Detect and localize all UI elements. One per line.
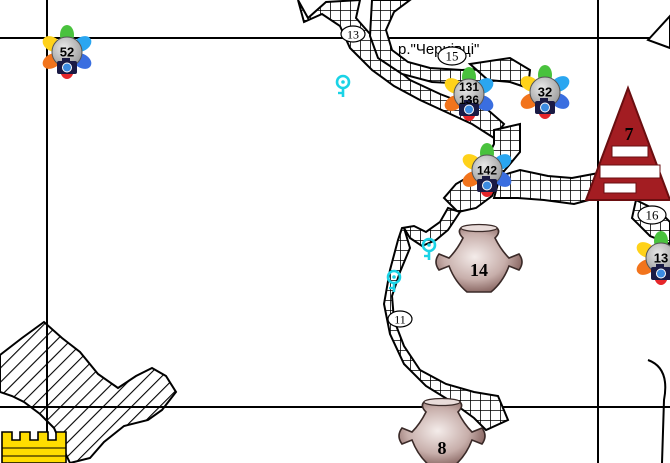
location-pin-icon[interactable] — [335, 74, 351, 99]
fortress-icon[interactable] — [1, 431, 67, 463]
road-number-15-label: 15 — [446, 49, 459, 64]
photo-marker-32[interactable]: 32 — [517, 64, 573, 120]
road-number-16-label: 16 — [646, 208, 660, 223]
photo-marker-label: 52 — [60, 45, 74, 60]
road-number-11: 11 — [387, 310, 413, 328]
river-bank — [647, 359, 667, 463]
hatched-area — [0, 320, 178, 463]
vase-label: 14 — [470, 260, 488, 280]
photo-marker-label: 13 — [654, 251, 668, 266]
photo-marker-52[interactable]: 52 — [39, 24, 95, 80]
photo-marker-label: 142 — [477, 164, 497, 178]
river-network — [297, 0, 670, 432]
pyramid-icon[interactable]: 7 — [584, 85, 670, 201]
photo-marker-131[interactable]: 131 136 — [441, 66, 497, 122]
vase-label: 8 — [438, 438, 447, 458]
road-number-11-label: 11 — [394, 313, 406, 327]
road-number-13-label: 13 — [347, 28, 359, 42]
vase-icon[interactable]: 8 — [398, 397, 486, 463]
road-number-16: 16 — [637, 205, 667, 225]
river-bank — [646, 14, 670, 50]
road-number-15: 15 — [437, 46, 467, 66]
pyramid-label: 7 — [625, 124, 634, 144]
photo-marker-142[interactable]: 142 — [459, 142, 515, 198]
vase-icon[interactable]: 14 — [435, 223, 523, 293]
photo-marker-13[interactable]: 13 — [633, 230, 670, 286]
photo-marker-sublabel: 136 — [459, 93, 479, 107]
photo-marker-label: 131 — [459, 80, 479, 94]
photo-marker-label: 32 — [538, 85, 552, 100]
road-number-13: 13 — [340, 25, 366, 43]
